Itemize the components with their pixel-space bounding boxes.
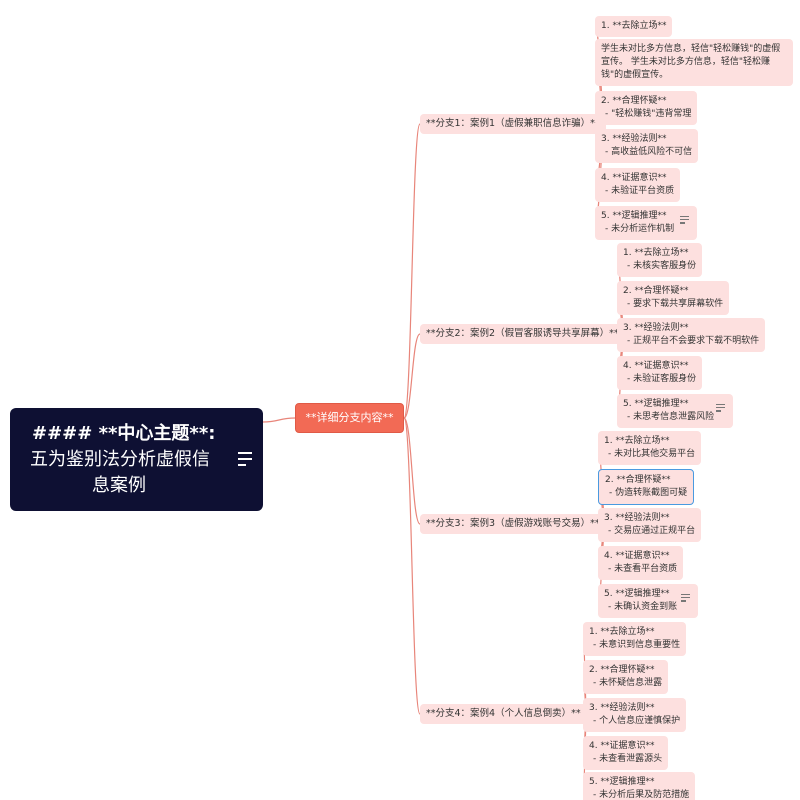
root-line-2: 五为鉴别法分析虚假信: [30, 449, 210, 470]
branch-1[interactable]: **分支1：案例1（虚假兼职信息诈骗）**: [420, 114, 606, 134]
leaf-3-3[interactable]: 3. **经验法则** - 交易应通过正规平台: [598, 508, 702, 542]
link-center-branch: [403, 417, 421, 715]
root-line-3: 息案例: [92, 475, 146, 496]
leaf-desc: - 未核实客服身份: [627, 261, 697, 271]
leaf-title: 2. **合理怀疑**: [605, 475, 671, 485]
leaf-4-2[interactable]: 2. **合理怀疑** - 未怀疑信息泄露: [583, 660, 669, 694]
leaf-desc: - 高收益低风险不可信: [605, 147, 693, 157]
leaf-2-3[interactable]: 3. **经验法则** - 正规平台不会要求下载不明软件: [617, 318, 766, 352]
leaf-4-4[interactable]: 4. **证据意识** - 未查看泄露源头: [583, 736, 669, 770]
leaf-desc: - 未查看泄露源头: [593, 754, 663, 764]
leaf-title: 3. **经验法则**: [604, 513, 670, 523]
leaf-title: 5. **逻辑推理**: [623, 399, 689, 409]
leaf-3-2[interactable]: 2. **合理怀疑** - 伪造转账截图可疑: [598, 469, 695, 505]
leaf-title: 3. **经验法则**: [589, 703, 655, 713]
leaf-desc: - 正规平台不会要求下载不明软件: [627, 336, 760, 346]
leaf-title: 5. **逻辑推理**: [601, 211, 667, 221]
branch-2[interactable]: **分支2：案例2（假冒客服诱导共享屏幕）**: [420, 324, 625, 344]
leaf-1-4[interactable]: 4. **证据意识** - 未验证平台资质: [595, 168, 681, 202]
leaf-desc: - 交易应通过正规平台: [608, 526, 696, 536]
leaf-title: 1. **去除立场**: [604, 436, 670, 446]
leaf-desc: - 未确认资金到账: [608, 602, 678, 612]
leaf-desc: - 未验证客服身份: [627, 374, 697, 384]
note-icon[interactable]: [238, 452, 252, 470]
leaf-4-1[interactable]: 1. **去除立场** - 未意识到信息重要性: [583, 622, 687, 656]
root-line-1: #### **中心主题**:: [32, 423, 216, 444]
leaf-1-3[interactable]: 3. **经验法则** - 高收益低风险不可信: [595, 129, 699, 163]
link-center-branch: [403, 417, 421, 525]
note-icon[interactable]: [716, 404, 725, 414]
leaf-4-5[interactable]: 5. **逻辑推理** - 未分析后果及防范措施: [583, 772, 696, 800]
leaf-desc: - 未分析后果及防范措施: [593, 790, 690, 800]
link-root-center: [262, 417, 296, 423]
center-topic[interactable]: **详细分支内容**: [295, 403, 404, 433]
root-topic[interactable]: #### **中心主题**: 五为鉴别法分析虚假信 息案例: [10, 408, 263, 511]
leaf-title: 4. **证据意识**: [604, 551, 670, 561]
leaf-desc: - 未怀疑信息泄露: [593, 678, 663, 688]
leaf-title: 1. **去除立场**: [589, 627, 655, 637]
leaf-desc: - "轻松赚钱"违背常理: [605, 109, 692, 119]
note-icon[interactable]: [681, 594, 690, 604]
leaf-desc: - 伪造转账截图可疑: [609, 488, 688, 498]
leaf-3-1[interactable]: 1. **去除立场** - 未对比其他交易平台: [598, 431, 702, 465]
leaf-desc: - 要求下载共享屏幕软件: [627, 299, 724, 309]
leaf-1-5[interactable]: 5. **逻辑推理** - 未分析运作机制: [595, 206, 697, 240]
leaf-title: 5. **逻辑推理**: [589, 777, 655, 787]
leaf-2-1[interactable]: 1. **去除立场** - 未核实客服身份: [617, 243, 703, 277]
leaf-title: 4. **证据意识**: [601, 173, 667, 183]
leaf-desc: - 未查看平台资质: [608, 564, 678, 574]
note-icon[interactable]: [680, 216, 689, 226]
leaf-title: 1. **去除立场**: [623, 248, 689, 258]
leaf-desc: - 未验证平台资质: [605, 186, 675, 196]
leaf-title: 4. **证据意识**: [589, 741, 655, 751]
leaf-4-3[interactable]: 3. **经验法则** - 个人信息应谨慎保护: [583, 698, 687, 732]
leaf-3-4[interactable]: 4. **证据意识** - 未查看平台资质: [598, 546, 684, 580]
leaf-title: 2. **合理怀疑**: [601, 96, 667, 106]
leaf-title: 2. **合理怀疑**: [589, 665, 655, 675]
link-center-branch: [403, 333, 421, 419]
leaf-1-2[interactable]: 2. **合理怀疑** - "轻松赚钱"违背常理: [595, 91, 698, 125]
leaf-title: 1. **去除立场**: [601, 21, 667, 31]
leaf-desc: - 未对比其他交易平台: [608, 449, 696, 459]
leaf-desc: - 个人信息应谨慎保护: [593, 716, 681, 726]
leaf-title: 3. **经验法则**: [623, 323, 689, 333]
leaf-desc: - 未意识到信息重要性: [593, 640, 681, 650]
leaf-3-5[interactable]: 5. **逻辑推理** - 未确认资金到账: [598, 584, 698, 618]
leaf-desc: - 未分析运作机制: [605, 224, 675, 234]
link-center-branch: [403, 123, 421, 419]
leaf-2-2[interactable]: 2. **合理怀疑** - 要求下载共享屏幕软件: [617, 281, 730, 315]
leaf-title: 5. **逻辑推理**: [604, 589, 670, 599]
branch-3[interactable]: **分支3：案例3（虚假游戏账号交易）**: [420, 514, 606, 534]
leaf-desc: 学生未对比多方信息，轻信"轻松赚钱"的虚假宣传。 学生未对比多方信息，轻信"轻松…: [601, 44, 781, 80]
leaf-1-1-detail[interactable]: 学生未对比多方信息，轻信"轻松赚钱"的虚假宣传。 学生未对比多方信息，轻信"轻松…: [595, 39, 793, 86]
leaf-2-5[interactable]: 5. **逻辑推理** - 未思考信息泄露风险: [617, 394, 733, 428]
leaf-2-4[interactable]: 4. **证据意识** - 未验证客服身份: [617, 356, 703, 390]
leaf-title: 3. **经验法则**: [601, 134, 667, 144]
leaf-title: 4. **证据意识**: [623, 361, 689, 371]
leaf-1-1[interactable]: 1. **去除立场**: [595, 16, 673, 37]
branch-4[interactable]: **分支4：案例4（个人信息倒卖）**: [420, 704, 587, 724]
leaf-desc: - 未思考信息泄露风险: [627, 412, 715, 422]
leaf-title: 2. **合理怀疑**: [623, 286, 689, 296]
